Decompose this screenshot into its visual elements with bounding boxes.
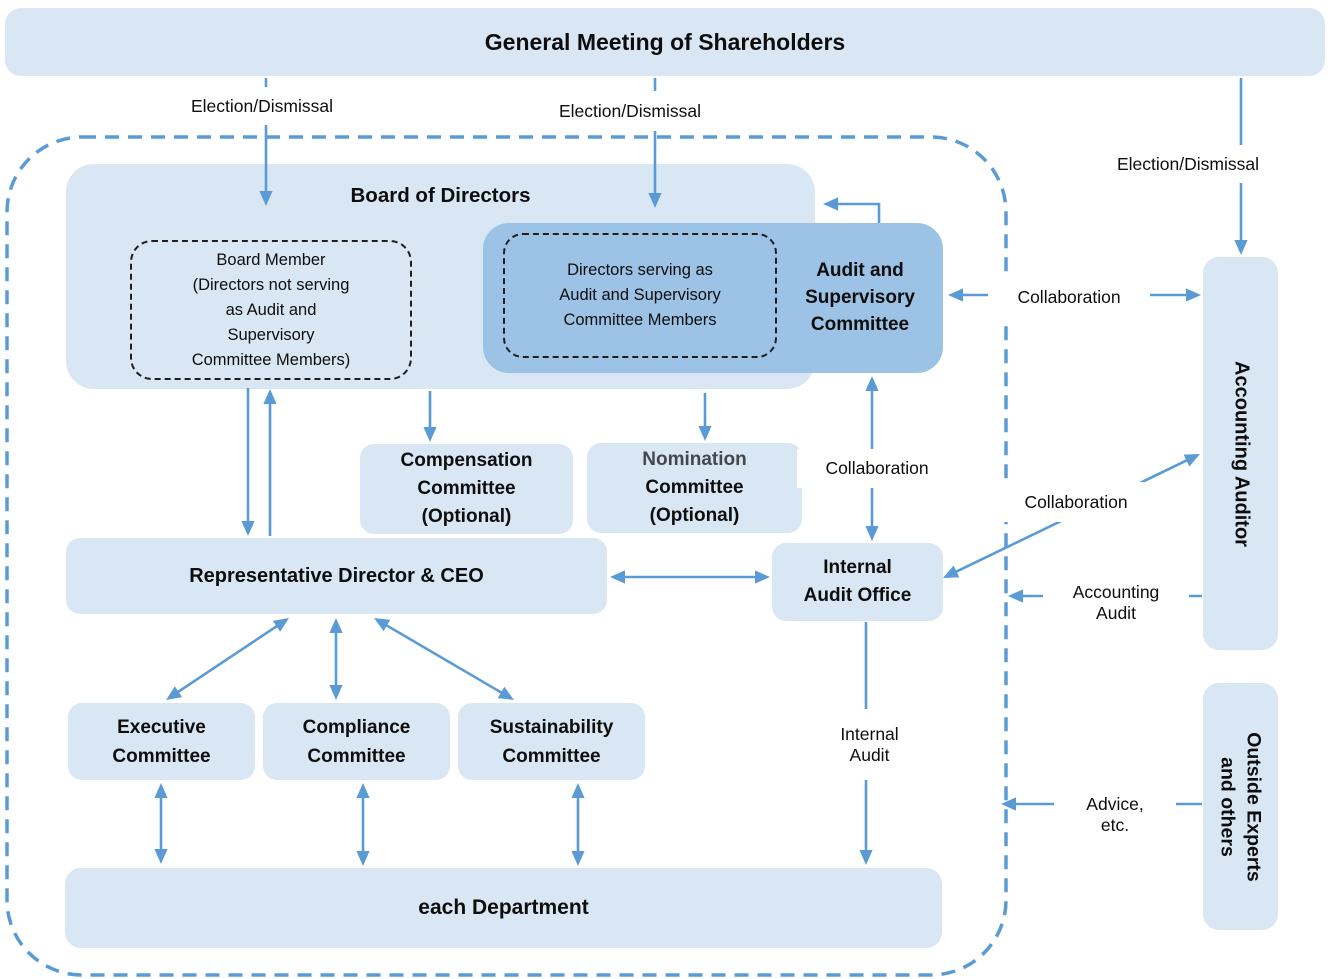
ceo-sustainability-committee-arrow <box>374 618 514 700</box>
accounting-auditor-box: Accounting Auditor <box>1203 257 1278 650</box>
directors-serving-line: Committee Members <box>563 311 717 329</box>
board-to-ceo-arrow <box>241 388 255 536</box>
compensation-committee-box: Compensation Committee (Optional) <box>360 444 573 534</box>
board-member-line: Supervisory <box>227 325 315 344</box>
department-box: each Department <box>65 868 942 948</box>
advice-label: Advice, etc. <box>1054 778 1176 852</box>
election-dismissal-label-2: Election/Dismissal <box>500 91 760 131</box>
board-member-line: (Directors not serving <box>192 275 350 294</box>
directors-serving-line: Directors serving as <box>567 261 713 279</box>
board-to-nomination-arrow <box>698 393 712 441</box>
directors-serving-box: Directors serving as Audit and Superviso… <box>503 233 777 358</box>
nomination-committee-box: Nomination Committee (Optional) <box>587 443 802 533</box>
collaboration-label-top: Collaboration <box>988 277 1150 318</box>
accounting-audit-label: Accounting Audit <box>1043 566 1189 639</box>
ceo-to-board-arrow <box>263 389 277 536</box>
general-meeting-box: General Meeting of Shareholders <box>5 8 1325 76</box>
ceo-executive-committee-arrow <box>166 618 289 700</box>
outside-experts-label: Outside Experts and others <box>1216 731 1265 882</box>
compliance-department-arrow <box>356 783 370 866</box>
collaboration-label-mid: Collaboration <box>797 449 957 488</box>
audit-committee-to-board-elbow-arrow <box>823 197 881 223</box>
sustainability-department-arrow <box>571 783 585 866</box>
board-of-directors-title: Board of Directors <box>350 184 531 207</box>
board-member-box: Board Member (Directors not serving as A… <box>130 240 412 380</box>
board-member-line: Board Member <box>216 250 326 269</box>
collaboration-label-low: Collaboration <box>988 482 1164 522</box>
ceo-box: Representative Director & CEO <box>66 538 607 614</box>
board-member-line: as Audit and <box>225 300 317 319</box>
internal-audit-office-box: Internal Audit Office <box>772 543 943 621</box>
directors-serving-line: Audit and Supervisory <box>559 286 721 304</box>
audit-supervisory-committee-label: Audit and Supervisory Committee <box>805 259 915 335</box>
compliance-committee-box: Compliance Committee <box>263 703 450 780</box>
ceo-internal-audit-office-arrow <box>610 570 770 584</box>
executive-department-arrow <box>154 783 168 864</box>
executive-committee-box: Executive Committee <box>68 703 255 780</box>
accounting-auditor-label: Accounting Auditor <box>1230 360 1252 547</box>
board-to-compensation-arrow <box>423 391 437 442</box>
election-dismissal-label-1: Election/Dismissal <box>133 87 391 125</box>
outside-experts-box: Outside Experts and others <box>1203 683 1278 930</box>
election-dismissal-label-3: Election/Dismissal <box>1078 145 1298 183</box>
general-meeting-title: General Meeting of Shareholders <box>484 28 846 55</box>
board-member-line: Committee Members) <box>191 350 351 369</box>
sustainability-committee-box: Sustainability Committee <box>458 703 645 780</box>
internal-audit-label: Internal Audit <box>810 709 929 780</box>
ceo-compliance-committee-arrow <box>329 618 343 700</box>
